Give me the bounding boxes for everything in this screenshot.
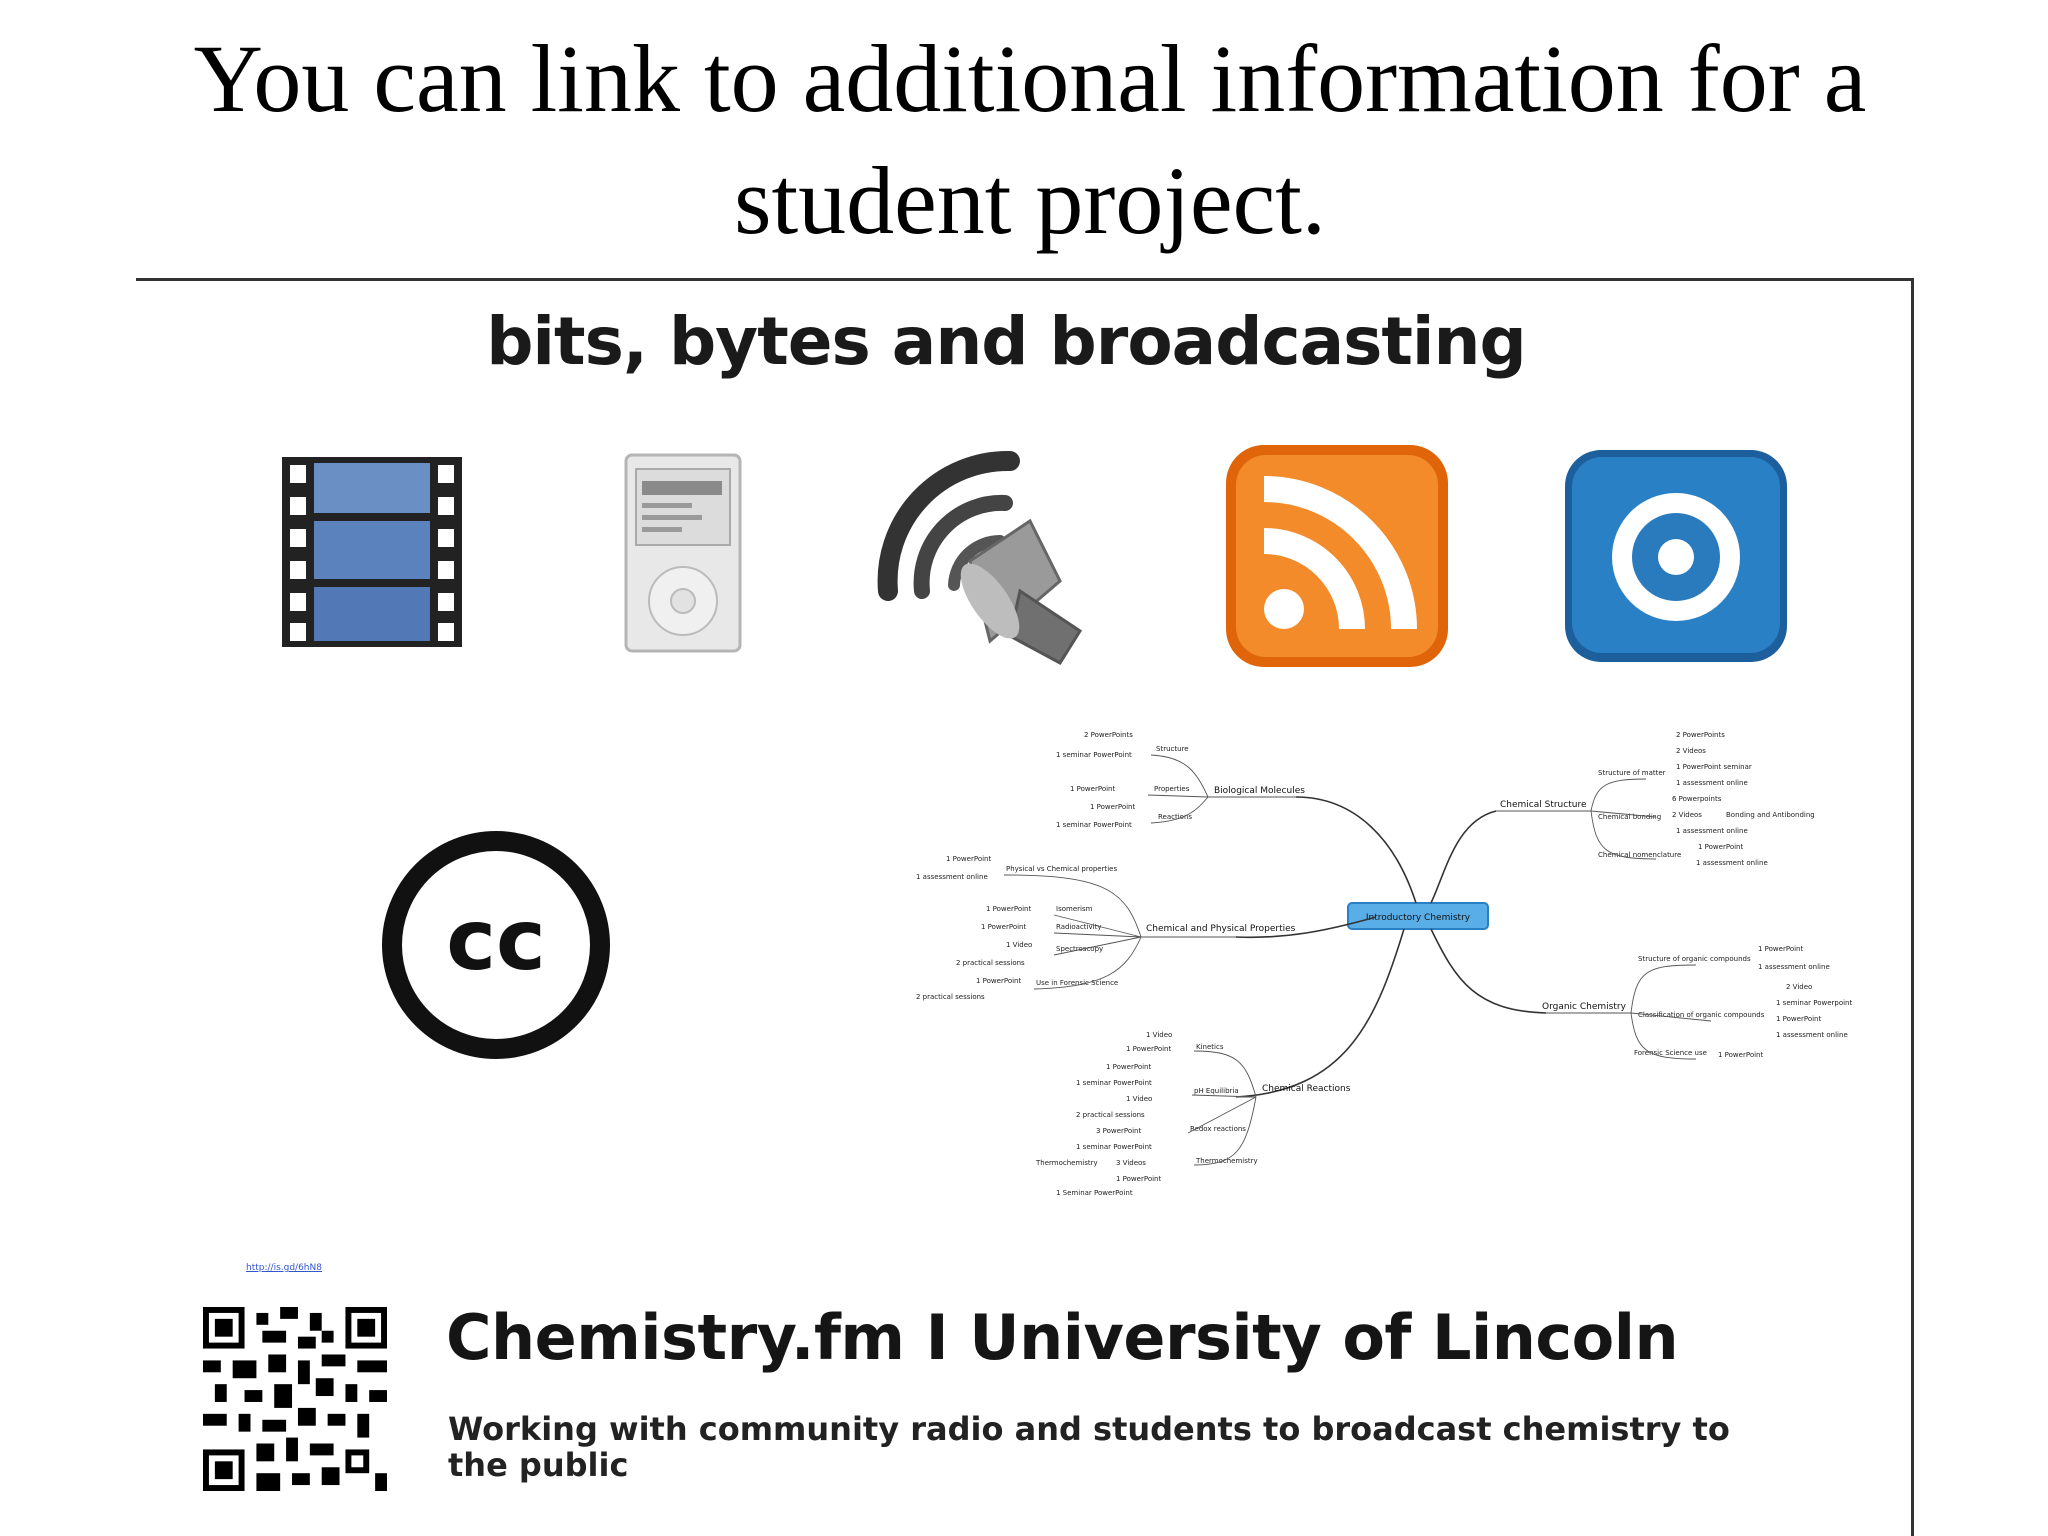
svg-text:Reactions: Reactions <box>1158 813 1192 821</box>
svg-text:2 practical sessions: 2 practical sessions <box>1076 1111 1145 1119</box>
svg-text:1 seminar PowerPoint: 1 seminar PowerPoint <box>1076 1143 1152 1151</box>
svg-text:2 Videos: 2 Videos <box>1672 811 1702 819</box>
speaker-icon <box>877 450 1083 665</box>
branch-physical: Chemical and Physical Properties <box>1146 924 1296 934</box>
svg-text:Radioactivity: Radioactivity <box>1056 923 1101 931</box>
svg-text:2 PowerPoints: 2 PowerPoints <box>1084 731 1133 739</box>
rss-feed-icon <box>1226 445 1448 667</box>
svg-text:1 PowerPoint seminar: 1 PowerPoint seminar <box>1676 763 1752 771</box>
qr-code-icon <box>203 1307 387 1491</box>
svg-text:6 Powerpoints: 6 Powerpoints <box>1672 795 1722 803</box>
svg-text:1 PowerPoint: 1 PowerPoint <box>1090 803 1135 811</box>
svg-text:1 PowerPoint: 1 PowerPoint <box>946 855 991 863</box>
svg-text:Use in Forensic Science: Use in Forensic Science <box>1036 979 1118 987</box>
svg-text:Physical vs Chemical propertie: Physical vs Chemical properties <box>1006 865 1117 873</box>
mindmap-center: Introductory Chemistry <box>1366 913 1471 923</box>
svg-text:2 practical sessions: 2 practical sessions <box>956 959 1025 967</box>
svg-text:Properties: Properties <box>1154 785 1190 793</box>
svg-text:Thermochemistry: Thermochemistry <box>1195 1157 1258 1165</box>
svg-text:2 Videos: 2 Videos <box>1676 747 1706 755</box>
mind-map: Introductory Chemistry Biological Molecu… <box>916 731 1852 1197</box>
branch-reactions: Chemical Reactions <box>1262 1084 1351 1094</box>
svg-text:3 Videos: 3 Videos <box>1116 1159 1146 1167</box>
svg-text:1 PowerPoint: 1 PowerPoint <box>1718 1051 1763 1059</box>
svg-text:1 assessment online: 1 assessment online <box>1696 859 1768 867</box>
poster-link[interactable]: http://is.gd/6hN8 <box>246 1263 322 1273</box>
svg-text:1 PowerPoint: 1 PowerPoint <box>1106 1063 1151 1071</box>
branch-biological: Biological Molecules <box>1214 786 1305 796</box>
creative-commons-icon: cc <box>382 831 610 1059</box>
svg-text:1 assessment online: 1 assessment online <box>1676 827 1748 835</box>
svg-text:1 seminar PowerPoint: 1 seminar PowerPoint <box>1056 751 1132 759</box>
svg-text:1 assessment online: 1 assessment online <box>1776 1031 1848 1039</box>
branch-organic: Organic Chemistry <box>1542 1002 1627 1012</box>
svg-text:1 PowerPoint: 1 PowerPoint <box>981 923 1026 931</box>
svg-text:Bonding and Antibonding: Bonding and Antibonding <box>1726 811 1815 819</box>
branch-structure: Chemical Structure <box>1500 800 1587 810</box>
svg-text:1 seminar Powerpoint: 1 seminar Powerpoint <box>1776 999 1852 1007</box>
svg-text:Classification of organic comp: Classification of organic compounds <box>1638 1011 1765 1019</box>
svg-text:Structure of matter: Structure of matter <box>1598 769 1666 777</box>
svg-text:1 PowerPoint: 1 PowerPoint <box>1776 1015 1821 1023</box>
svg-text:1 PowerPoint: 1 PowerPoint <box>976 977 1021 985</box>
svg-text:2 PowerPoints: 2 PowerPoints <box>1676 731 1725 739</box>
svg-text:Forensic Science use: Forensic Science use <box>1634 1049 1707 1057</box>
svg-text:1 PowerPoint: 1 PowerPoint <box>1116 1175 1161 1183</box>
svg-text:1 Seminar PowerPoint: 1 Seminar PowerPoint <box>1056 1189 1133 1197</box>
svg-text:1 Video: 1 Video <box>1146 1031 1172 1039</box>
svg-text:Chemical nomenclature: Chemical nomenclature <box>1598 851 1681 859</box>
svg-text:Structure of organic compounds: Structure of organic compounds <box>1638 955 1751 963</box>
svg-text:2 practical sessions: 2 practical sessions <box>916 993 985 1001</box>
svg-text:1 seminar PowerPoint: 1 seminar PowerPoint <box>1056 821 1132 829</box>
svg-text:Spectroscopy: Spectroscopy <box>1056 945 1103 953</box>
svg-text:Isomerism: Isomerism <box>1056 905 1093 913</box>
svg-text:Thermochemistry: Thermochemistry <box>1035 1159 1098 1167</box>
svg-text:Redox reactions: Redox reactions <box>1190 1125 1246 1133</box>
svg-text:Chemical bonding: Chemical bonding <box>1598 813 1661 821</box>
svg-text:Kinetics: Kinetics <box>1196 1043 1224 1051</box>
svg-text:2 Video: 2 Video <box>1786 983 1812 991</box>
poster-heading: bits, bytes and broadcasting <box>486 303 1527 380</box>
svg-text:1 PowerPoint: 1 PowerPoint <box>1758 945 1803 953</box>
svg-text:pH Equilibria: pH Equilibria <box>1194 1087 1239 1095</box>
svg-text:1 seminar PowerPoint: 1 seminar PowerPoint <box>1076 1079 1152 1087</box>
svg-text:3 PowerPoint: 3 PowerPoint <box>1096 1127 1141 1135</box>
poster-brand: Chemistry.fm I University of Lincoln <box>446 1301 1679 1374</box>
svg-text:1 Video: 1 Video <box>1006 941 1032 949</box>
svg-text:1 assessment online: 1 assessment online <box>1676 779 1748 787</box>
film-icon <box>282 457 462 647</box>
svg-text:1 assessment online: 1 assessment online <box>916 873 988 881</box>
svg-text:1 PowerPoint: 1 PowerPoint <box>1126 1045 1171 1053</box>
media-player-icon <box>624 453 742 653</box>
podcast-icon <box>1565 450 1787 662</box>
svg-text:1 PowerPoint: 1 PowerPoint <box>986 905 1031 913</box>
svg-text:cc: cc <box>446 891 546 989</box>
svg-text:1 PowerPoint: 1 PowerPoint <box>1070 785 1115 793</box>
svg-text:1 assessment online: 1 assessment online <box>1758 963 1830 971</box>
poster-tagline: Working with community radio and student… <box>448 1410 1730 1484</box>
svg-text:1 Video: 1 Video <box>1126 1095 1152 1103</box>
svg-text:Structure: Structure <box>1156 745 1189 753</box>
slide-title: You can link to additional information f… <box>193 25 1867 254</box>
svg-text:1 PowerPoint: 1 PowerPoint <box>1698 843 1743 851</box>
poster-image: bits, bytes and broadcasting <box>136 278 1914 1536</box>
